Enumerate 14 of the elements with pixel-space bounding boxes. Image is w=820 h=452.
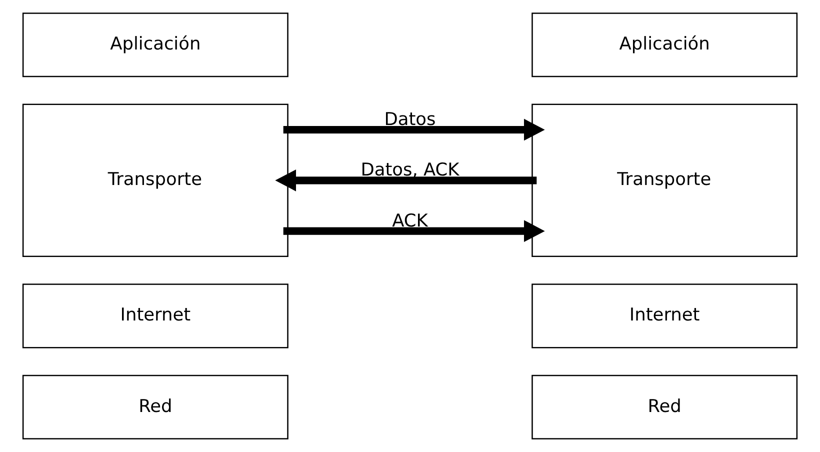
edge-label: ACK	[392, 211, 428, 232]
arrow	[283, 220, 545, 242]
arrow	[275, 169, 537, 192]
node-box: Transporte	[532, 104, 798, 258]
node-box: Aplicación	[22, 12, 288, 78]
node-box: Red	[532, 374, 798, 440]
edge-label: Datos, ACK	[360, 160, 460, 181]
node-box: Aplicación	[532, 12, 798, 78]
node-box: Internet	[22, 284, 288, 348]
arrow	[283, 118, 545, 141]
node-box: Red	[22, 374, 288, 440]
edge-label: Datos	[384, 110, 436, 130]
node-box: Internet	[532, 284, 798, 348]
node-box: Transporte	[22, 104, 288, 258]
